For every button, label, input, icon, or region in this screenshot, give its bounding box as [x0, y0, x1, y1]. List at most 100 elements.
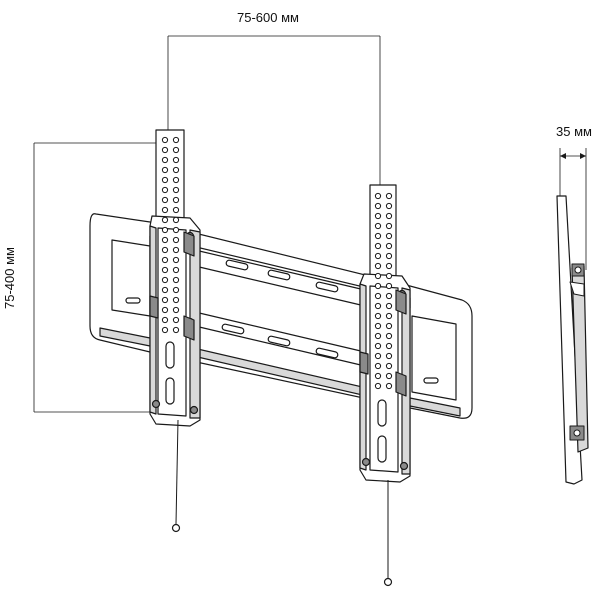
right-arm-hole [374, 312, 382, 320]
left-arm-hole [161, 146, 169, 154]
left-arm-hole [172, 266, 180, 274]
right-arm-hole [385, 222, 393, 230]
right-arm-hole [385, 252, 393, 260]
right-arm-hole [385, 342, 393, 350]
left-arm-hole [161, 206, 169, 214]
right-arm-bolt [361, 457, 371, 467]
left-arm-hole [161, 256, 169, 264]
left-arm-hole [161, 136, 169, 144]
left-arm-hole [172, 286, 180, 294]
right-arm-pull-cord-end [383, 577, 393, 587]
left-arm-hole [172, 166, 180, 174]
right-arm-hook [395, 289, 407, 315]
horizontal-dimension-label: 75-600 мм [237, 10, 299, 25]
right-arm-holes [374, 192, 393, 390]
depth-dimension-arrow-left [560, 153, 566, 159]
left-arm-hole [161, 186, 169, 194]
right-arm-hook [359, 351, 369, 375]
side-hardware-bottom-bolt [573, 429, 581, 437]
left-arm-hole [161, 326, 169, 334]
right-arm-hook [395, 371, 407, 397]
left-arm-hole [172, 196, 180, 204]
plate-slot [267, 335, 291, 347]
left-arm-hole [172, 216, 180, 224]
plate-slot [125, 297, 141, 304]
left-arm-hole [161, 266, 169, 274]
right-arm-hole [374, 212, 382, 220]
right-arm-hole [374, 202, 382, 210]
side-hook-top [569, 281, 585, 297]
right-arm-hole [374, 362, 382, 370]
left-arm-hole [161, 176, 169, 184]
wall-plate [89, 213, 473, 419]
left-arm-hole [172, 136, 180, 144]
right-arm-slot [377, 399, 387, 427]
right-arm-hole [385, 362, 393, 370]
depth-dimension-arrow-right [580, 153, 586, 159]
right-arm-hole [385, 282, 393, 290]
left-arm-strip [155, 129, 185, 223]
right-arm-hole [374, 252, 382, 260]
right-arm-hole [385, 372, 393, 380]
left-arm-slot [165, 341, 175, 369]
left-arm-flange-left [149, 225, 157, 415]
left-arm-hole [172, 256, 180, 264]
left-vertical-arm [149, 129, 201, 533]
left-arm-hole [161, 306, 169, 314]
left-arm-slot [165, 377, 175, 405]
right-arm-slot [377, 435, 387, 463]
left-arm-hole [161, 236, 169, 244]
right-arm-hole [385, 262, 393, 270]
left-arm-hole [161, 196, 169, 204]
left-arm-holes [161, 136, 180, 334]
left-arm-bolt [189, 405, 199, 415]
left-arm-hole [172, 316, 180, 324]
plate-slot [221, 323, 245, 335]
right-arm-hole [385, 382, 393, 390]
right-arm-hole [374, 322, 382, 330]
left-arm-hole [172, 276, 180, 284]
left-arm-hole [161, 156, 169, 164]
side-view: 35 мм [556, 124, 592, 485]
left-arm-hole [161, 246, 169, 254]
left-arm-bolt [151, 399, 161, 409]
left-arm-hole [172, 176, 180, 184]
plate-slot [315, 281, 339, 293]
right-arm-hole [385, 332, 393, 340]
left-arm-hole [161, 316, 169, 324]
right-arm-hole [374, 272, 382, 280]
right-arm-hole [374, 192, 382, 200]
right-arm-hole [374, 232, 382, 240]
vertical-dimension-label: 75-400 мм [2, 247, 17, 309]
right-arm-hole [385, 232, 393, 240]
right-arm-hole [374, 372, 382, 380]
left-arm-hole [161, 296, 169, 304]
right-arm-hole [385, 322, 393, 330]
right-arm-hole [385, 292, 393, 300]
left-arm-hook [183, 231, 195, 257]
depth-dimension-label: 35 мм [556, 124, 592, 139]
wall-plate-right-window [411, 315, 457, 401]
left-arm-hole [172, 326, 180, 334]
right-arm-hole [385, 192, 393, 200]
left-arm-hole [172, 226, 180, 234]
right-arm-hole [385, 202, 393, 210]
left-arm-pull-cord [175, 419, 179, 525]
left-arm-hole [172, 236, 180, 244]
left-arm-hole [161, 226, 169, 234]
left-arm-hook [183, 315, 195, 341]
horizontal-dimension: 75-600 мм [167, 10, 381, 195]
left-arm-flange-right [189, 229, 201, 419]
left-arm-hole [172, 296, 180, 304]
left-arm-hook [149, 295, 159, 319]
right-arm-strip [369, 184, 397, 281]
left-arm-hole [161, 286, 169, 294]
right-arm-hole [374, 352, 382, 360]
left-arm-hole [172, 186, 180, 194]
right-arm-hole [374, 292, 382, 300]
left-arm-hole [161, 276, 169, 284]
side-profile-outer [556, 195, 583, 485]
left-arm-hole [161, 216, 169, 224]
right-arm-hole [374, 342, 382, 350]
